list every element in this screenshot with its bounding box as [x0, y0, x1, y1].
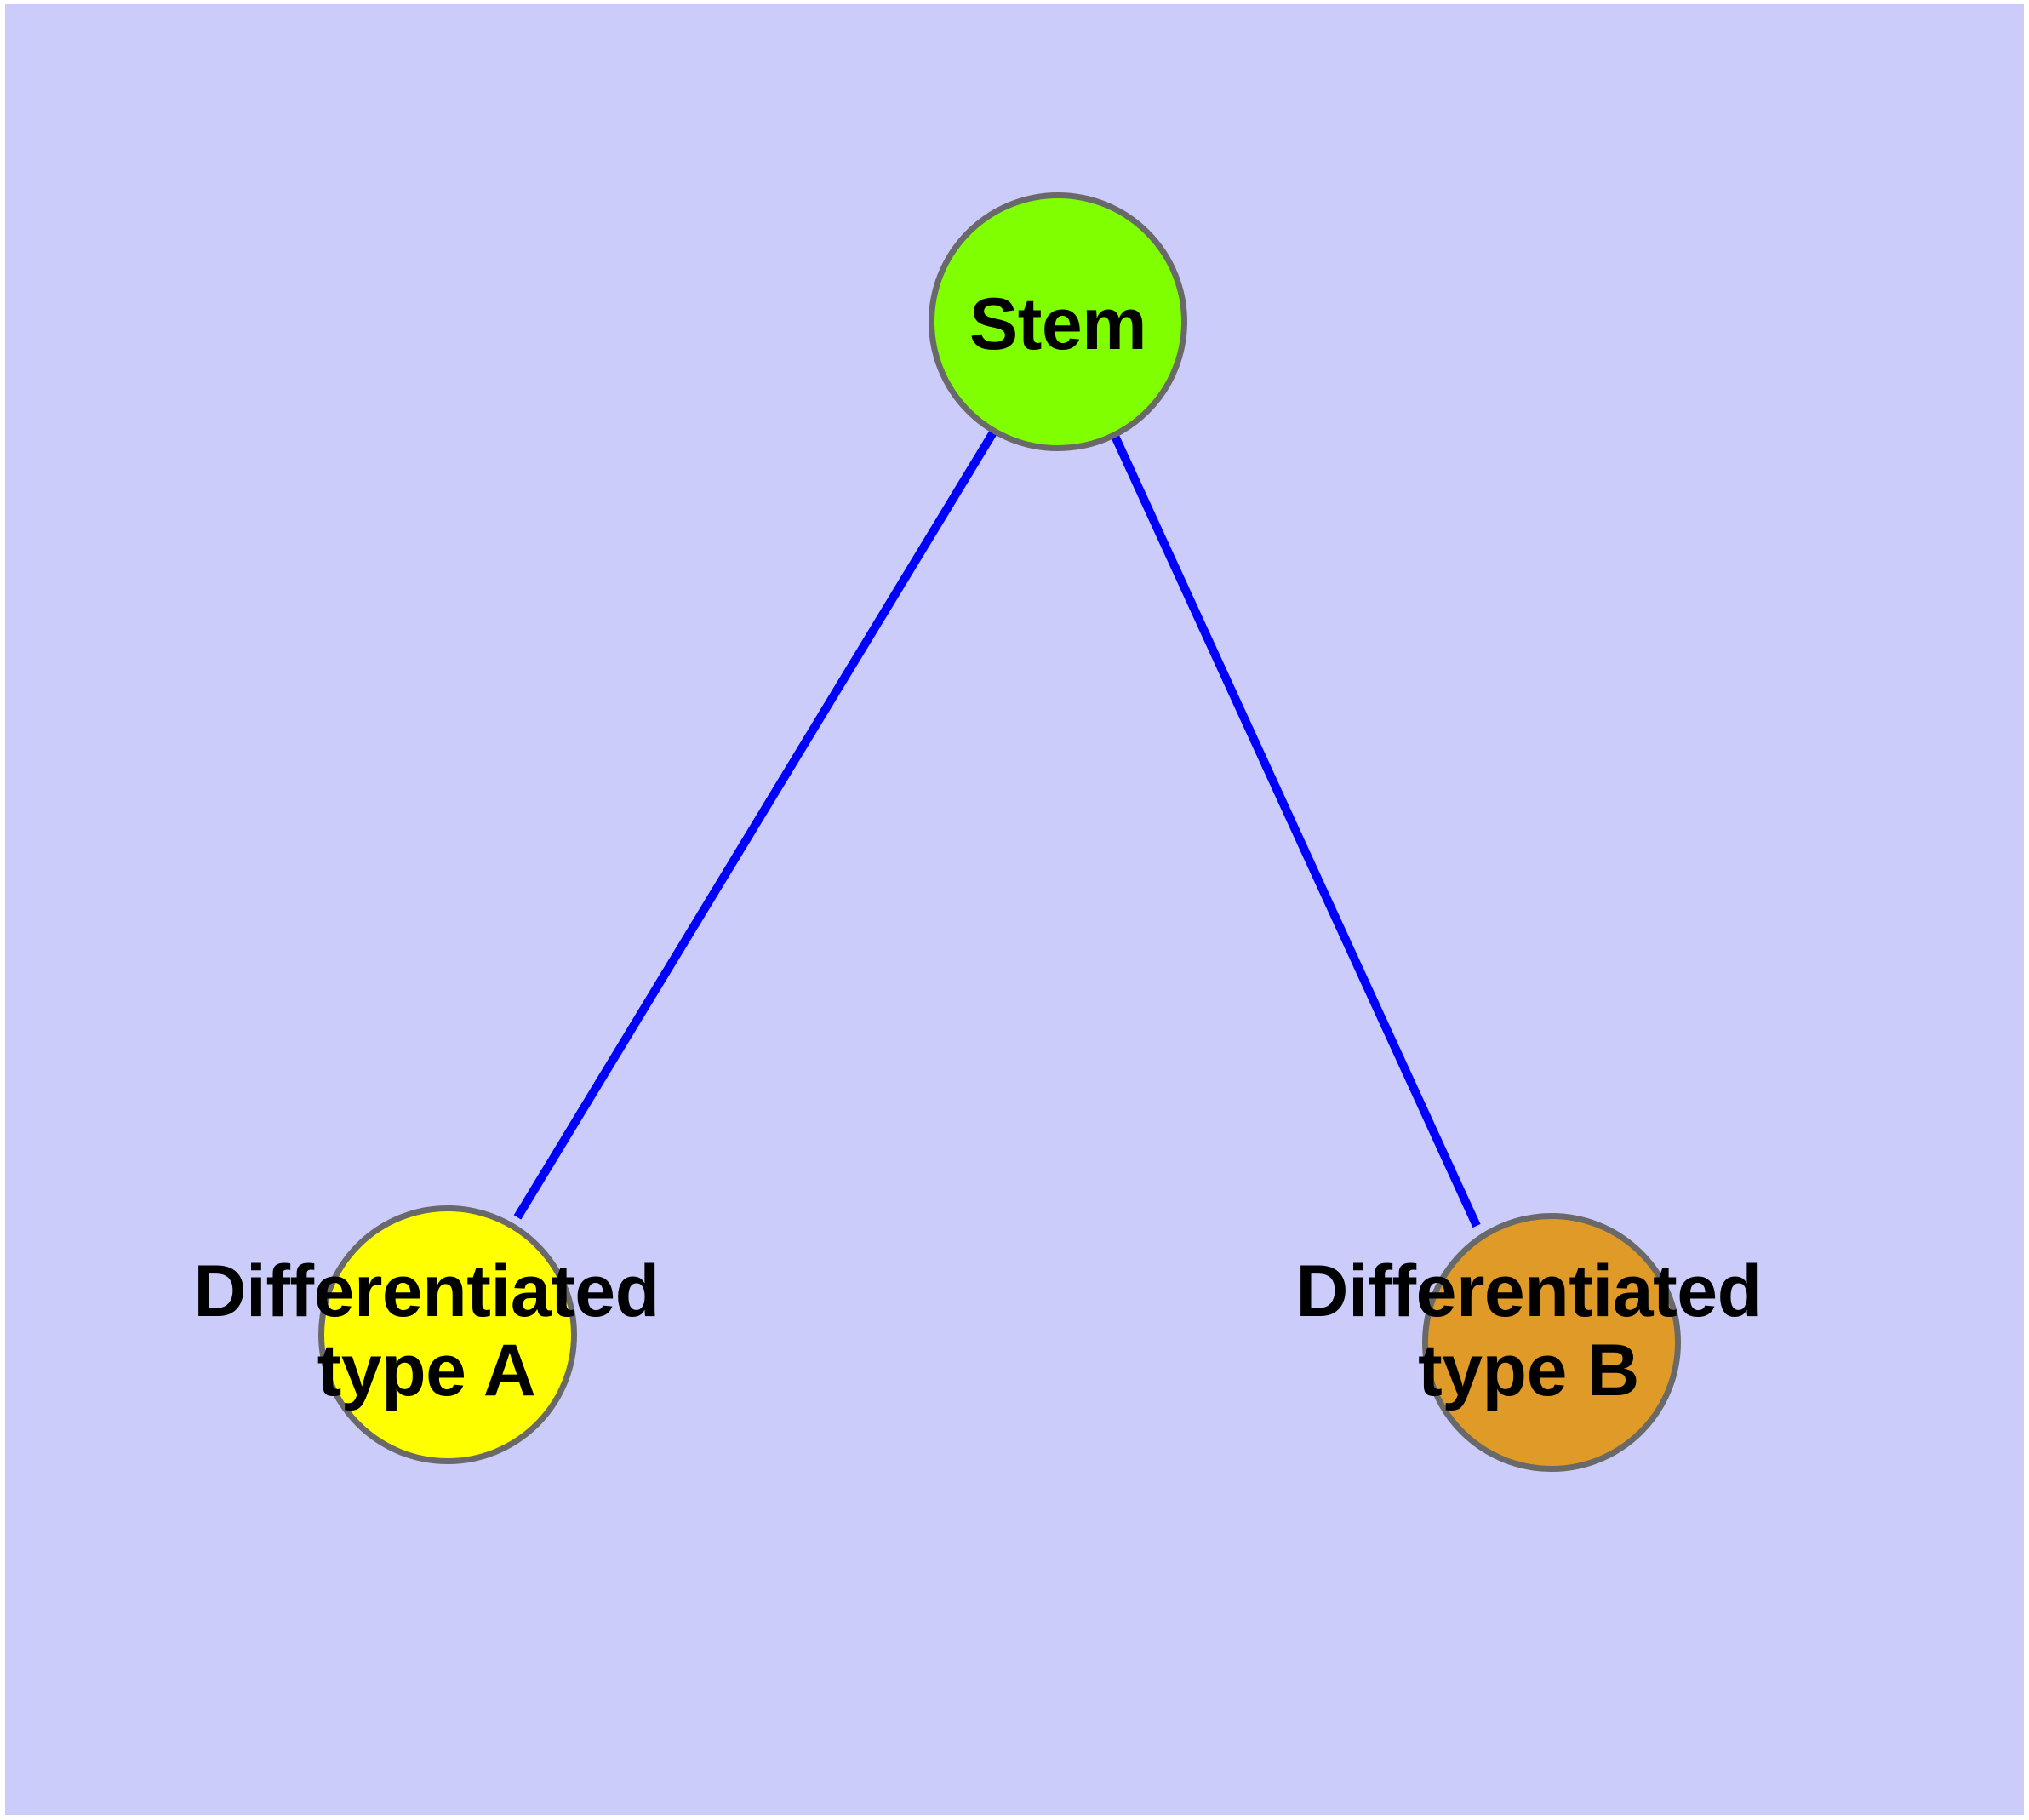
- node-stem[interactable]: [929, 192, 1187, 451]
- node-label-differentiated-type-a: Differentiated type A: [193, 1251, 660, 1411]
- node-label-stem: Stem: [969, 283, 1147, 365]
- edge-stem-to-differentiated-type-b: [1110, 432, 1481, 1228]
- node-label-differentiated-type-b: Differentiated type B: [1295, 1251, 1762, 1411]
- node-differentiated-type-a[interactable]: [318, 1205, 577, 1464]
- node-differentiated-type-b[interactable]: [1422, 1213, 1681, 1472]
- edge-stem-to-differentiated-type-a: [513, 430, 997, 1220]
- diagram-plot-area: Stem Differentiated type A Differentiate…: [5, 4, 2024, 1815]
